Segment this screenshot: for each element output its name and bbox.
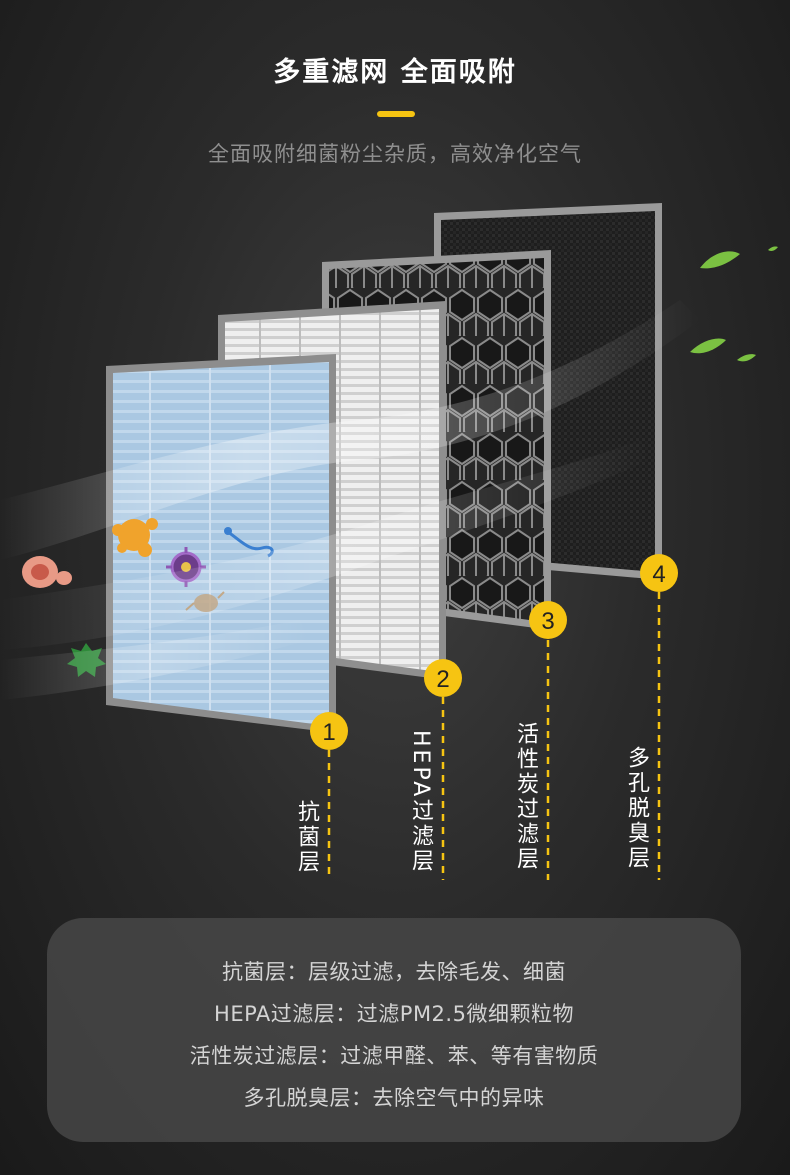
badge-1: 1 [310, 712, 348, 750]
description-panel: 抗菌层：层级过滤，去除毛发、细菌 HEPA过滤层：过滤PM2.5微细颗粒物 活性… [47, 918, 741, 1142]
description-porous: 多孔脱臭层：去除空气中的异味 [243, 1086, 545, 1110]
airflow-mist [0, 300, 700, 700]
title-accent-bar [377, 111, 415, 117]
description-hepa: HEPA过滤层：过滤PM2.5微细颗粒物 [214, 1002, 574, 1026]
badge-2: 2 [424, 659, 462, 697]
svg-text:1: 1 [322, 719, 335, 746]
layer-label-hepa: HEPA过滤层 [408, 730, 433, 875]
layer-label-activated-carbon: 活性炭过滤层 [513, 722, 538, 872]
dust-particle-icon [22, 556, 72, 588]
badge-3: 3 [529, 601, 567, 639]
svg-text:2: 2 [436, 666, 449, 693]
description-activated-carbon: 活性炭过滤层：过滤甲醛、苯、等有害物质 [189, 1044, 599, 1068]
badge-4: 4 [640, 554, 678, 592]
leader-lines [327, 592, 661, 880]
layer-label-antibacterial: 抗菌层 [294, 800, 319, 875]
page-title: 多重滤网 全面吸附 [273, 57, 517, 88]
leaf-icon [690, 246, 778, 362]
page-subtitle: 全面吸附细菌粉尘杂质，高效净化空气 [208, 142, 582, 166]
bacteria-icon [112, 518, 158, 557]
layer-label-porous: 多孔脱臭层 [624, 746, 649, 871]
description-antibacterial: 抗菌层：层级过滤，去除毛发、细菌 [222, 960, 566, 984]
svg-text:3: 3 [541, 608, 554, 635]
svg-text:4: 4 [652, 561, 665, 588]
